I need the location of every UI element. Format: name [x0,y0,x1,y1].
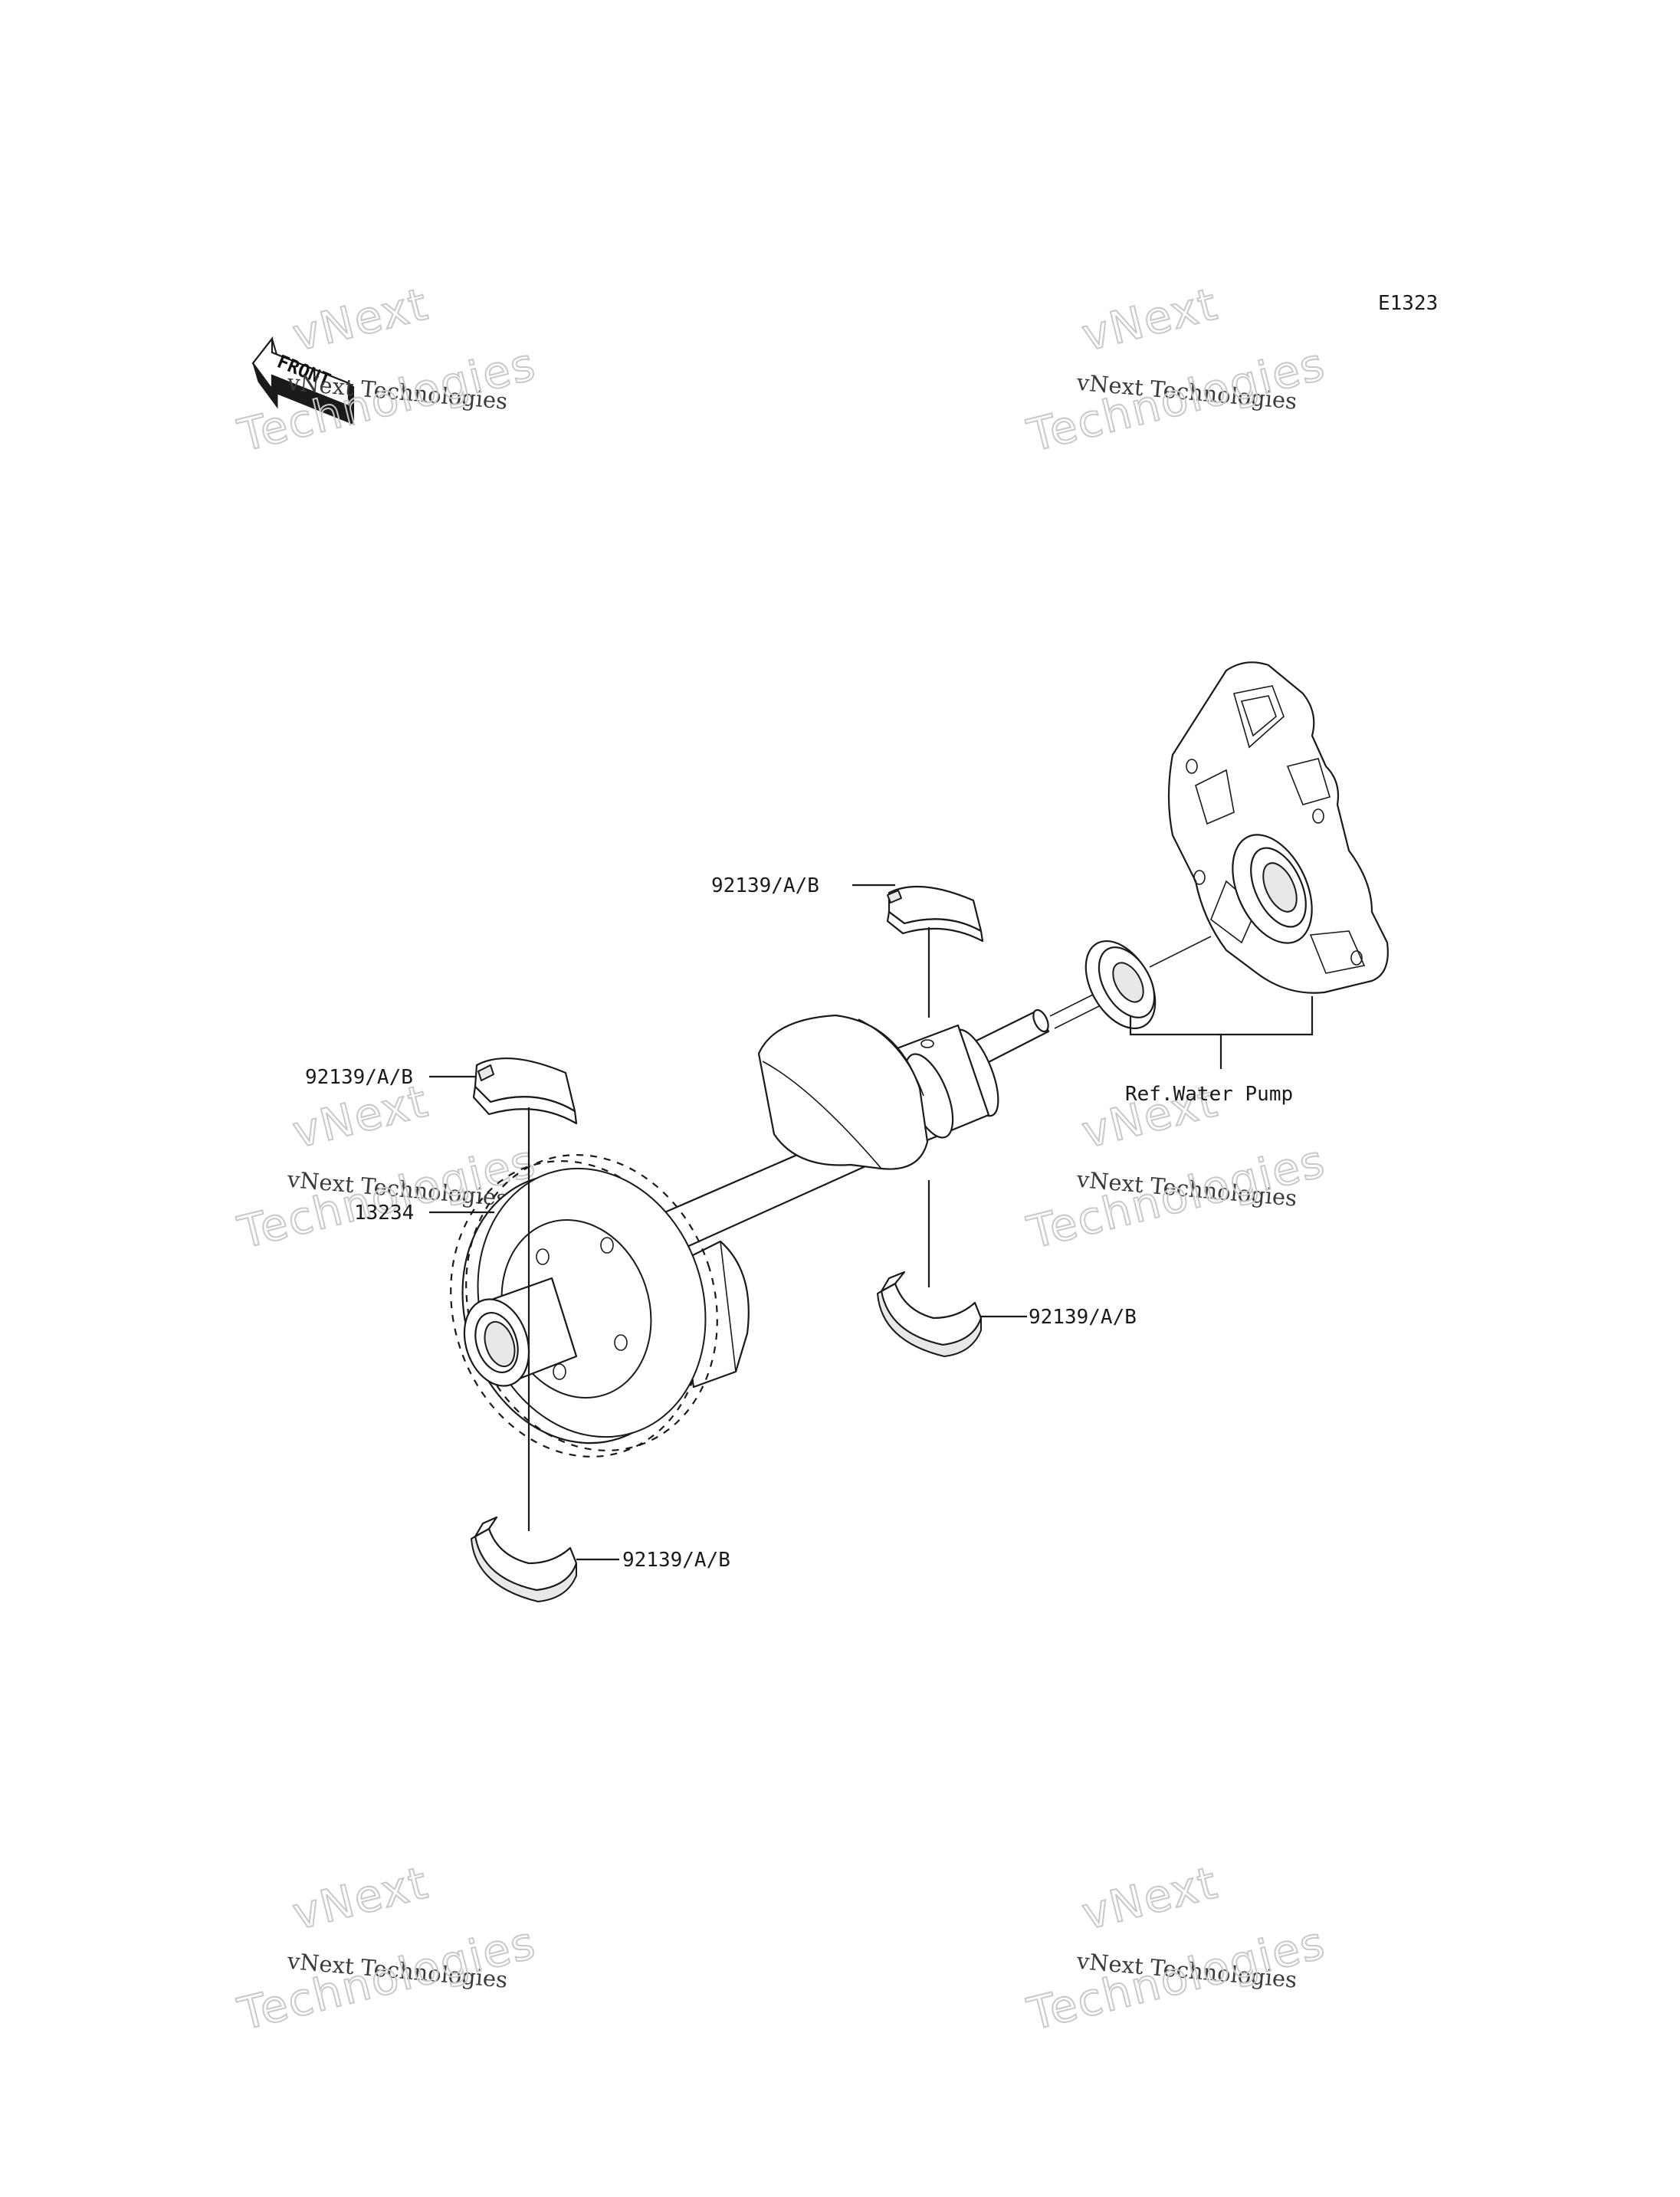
callout-balancer-gear: 13234 [354,1202,414,1225]
front-arrow-icon: FRONT [251,336,355,425]
watermark-line1: vNext [1077,277,1223,361]
bearing-top-upper[interactable] [886,885,984,943]
bearing-left-lower[interactable] [471,1516,578,1602]
watermark-bottom-right: vNext vNext Technologies Technologies [1022,1855,1331,2041]
callout-bearing-right-lower: 92139/A/B [1029,1306,1137,1329]
balancer-gear[interactable] [413,1122,754,1490]
oil-seal[interactable] [1071,929,1170,1040]
bearing-right-lower[interactable] [877,1271,983,1357]
callout-bearing-top-upper: 92139/A/B [711,874,819,897]
leader-lines [429,884,1314,1561]
watermark-line1: vNext [1077,1856,1223,1940]
shaft-alignment-line [1149,936,1212,968]
water-pump-cover[interactable] [1167,661,1389,994]
callout-bearing-left-upper: 92139/A/B [305,1066,413,1089]
callout-ref-water-pump: Ref.Water Pump [1125,1083,1293,1106]
watermark-line1: vNext [287,1856,434,1940]
watermark-line1: vNext [287,277,434,361]
watermark-top-right: vNext vNext Technologies Technologies [1022,277,1331,463]
watermark-bottom-left: vNext vNext Technologies Technologies [232,1855,542,2041]
callout-bearing-left-lower: 92139/A/B [622,1549,730,1572]
diagram-code: E1323 [1378,292,1438,315]
bearing-left-upper[interactable] [472,1057,578,1125]
